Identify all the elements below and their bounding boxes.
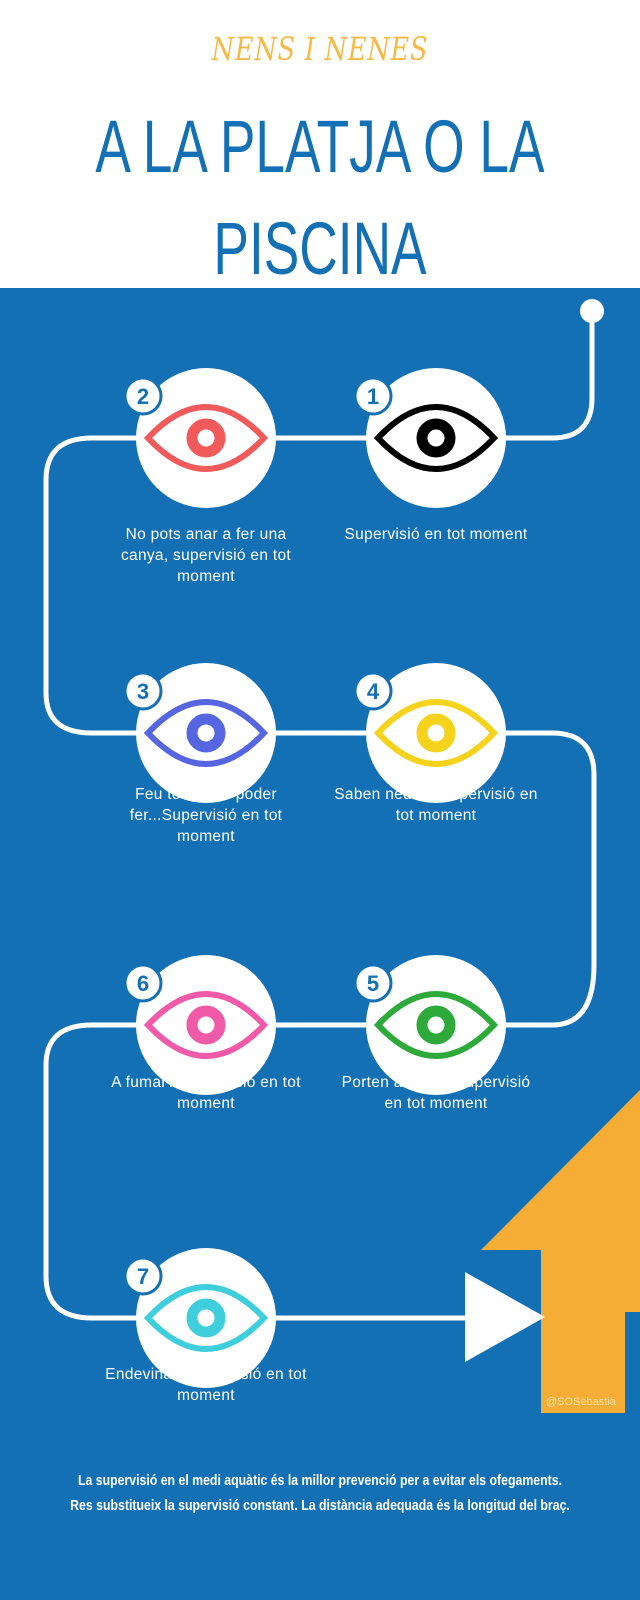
step-3: 3 — [123, 663, 276, 803]
step-circle — [136, 955, 276, 1095]
step-circle — [136, 663, 276, 803]
subtitle: NENS I NENES — [211, 30, 429, 68]
step-number: 2 — [137, 384, 149, 409]
step-text: Saben nedar? Supervisió en tot moment — [334, 786, 538, 824]
eye-icon — [143, 699, 269, 767]
eye-pupil — [416, 1005, 456, 1045]
step-7: 7 — [123, 1248, 276, 1388]
title-line-2: PISCINA — [213, 207, 427, 290]
step-text: Porten armilla? Supervisió en tot moment — [341, 1074, 531, 1112]
play-triangle-icon — [465, 1272, 545, 1362]
eye-icon — [373, 699, 499, 767]
eye-pupil — [186, 418, 226, 458]
step-circle — [366, 663, 506, 803]
eye-icon — [373, 991, 499, 1059]
step-circle — [366, 368, 506, 508]
step-text: Feu torns per poder fer...Supervisió en … — [129, 786, 283, 845]
footer-text: La supervisió en el medi aquàtic és la m… — [58, 1468, 583, 1518]
step-circle — [366, 955, 506, 1095]
credit: @SOSebastia — [546, 1396, 616, 1408]
eye-icon — [143, 1284, 269, 1352]
step-text: No pots anar a fer una canya, supervisió… — [120, 526, 292, 585]
number-badge — [123, 376, 163, 416]
step-number: 5 — [367, 971, 379, 996]
number-badge — [353, 671, 393, 711]
step-text: A fumar? Supervisió en tot moment — [111, 1074, 301, 1112]
step-circle — [136, 368, 276, 508]
orange-arrow — [481, 1090, 640, 1413]
step-text: Supervisió en tot moment — [344, 526, 528, 543]
number-badge — [353, 376, 393, 416]
step-6: 6 — [123, 955, 276, 1095]
header: NENS I NENES A LA PLATJA O LA PISCINA — [0, 0, 640, 290]
number-badge — [123, 1256, 163, 1296]
step-4: 4 — [353, 663, 506, 803]
title-line-1: A LA PLATJA O LA — [95, 105, 545, 188]
step-number: 6 — [137, 971, 149, 996]
step-number: 7 — [137, 1264, 149, 1289]
eye-pupil — [416, 418, 456, 458]
main-panel — [0, 288, 640, 1600]
step-text: Endevina...Supervisió en tot moment — [105, 1366, 307, 1404]
eye-pupil — [186, 1298, 226, 1338]
step-circle — [136, 1248, 276, 1388]
timeline-start-dot — [580, 299, 604, 323]
footer-line-1: La supervisió en el medi aquàtic és la m… — [77, 1472, 562, 1489]
timeline-path — [43, 311, 597, 1321]
page-title: A LA PLATJA O LA PISCINA — [90, 96, 551, 300]
eye-icon — [143, 404, 269, 472]
number-badge — [123, 671, 163, 711]
step-number: 3 — [137, 679, 149, 704]
eye-pupil — [186, 713, 226, 753]
footer-line-2: Res substitueix la supervisió constant. … — [70, 1497, 570, 1514]
eye-pupil — [186, 1005, 226, 1045]
eye-icon — [143, 991, 269, 1059]
eye-icon — [373, 404, 499, 472]
step-1: 1 — [353, 368, 506, 508]
eye-pupil — [416, 713, 456, 753]
step-2: 2 — [123, 368, 276, 508]
number-badge — [353, 963, 393, 1003]
number-badge — [123, 963, 163, 1003]
step-number: 4 — [367, 679, 380, 704]
step-number: 1 — [367, 384, 379, 409]
step-5: 5 — [353, 955, 506, 1095]
